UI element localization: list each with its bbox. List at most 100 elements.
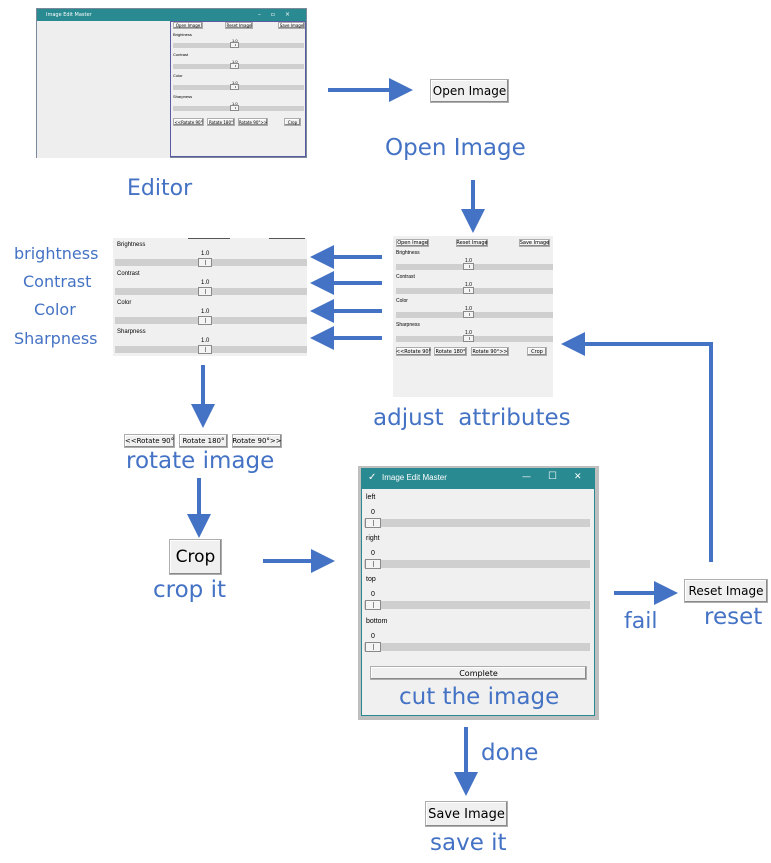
adjust-color-slider[interactable] bbox=[396, 312, 553, 318]
crop-right-thumb[interactable] bbox=[365, 559, 381, 569]
reset-image-button[interactable]: Reset Image bbox=[225, 22, 253, 29]
caption-crop: crop it bbox=[153, 577, 226, 603]
zoom-color-label: Color bbox=[117, 300, 132, 306]
reset-image-big-button[interactable]: Reset Image bbox=[684, 579, 768, 603]
adjust-rotate-180-button[interactable]: Rotate 180° bbox=[434, 347, 467, 356]
adjust-save-button[interactable]: Save Image bbox=[519, 239, 550, 247]
attr-color: Color bbox=[34, 300, 76, 319]
brightness-value: 1.0 bbox=[232, 38, 238, 43]
check-icon: ✓ bbox=[368, 472, 377, 483]
caption-fail: fail bbox=[624, 609, 658, 634]
crop-bottom-thumb[interactable] bbox=[365, 642, 381, 652]
complete-button[interactable]: Complete bbox=[370, 666, 587, 680]
adjust-panel: Open Image Reset Image Save Image Bright… bbox=[393, 236, 553, 397]
adjust-rotate-right-button[interactable]: Rotate 90°>> bbox=[471, 347, 509, 356]
crop-left-label: left bbox=[366, 494, 376, 501]
crop-bottom-value: 0 bbox=[371, 633, 375, 640]
adjust-color-thumb[interactable] bbox=[463, 311, 474, 318]
window-controls[interactable]: –▫× bbox=[257, 11, 300, 18]
adjust-sharpness-label: Sharpness bbox=[396, 322, 420, 328]
zoom-contrast-label: Contrast bbox=[117, 271, 140, 277]
adjust-brightness-thumb[interactable] bbox=[463, 263, 474, 270]
zoom-top-border bbox=[188, 238, 230, 239]
crop-top-thumb[interactable] bbox=[365, 600, 381, 610]
adjust-crop-button[interactable]: Crop bbox=[527, 347, 547, 356]
crop-top-value: 0 bbox=[371, 591, 375, 598]
zoom-brightness-thumb[interactable] bbox=[198, 258, 212, 267]
caption-reset: reset bbox=[704, 604, 763, 630]
crop-top-slider[interactable] bbox=[364, 601, 590, 609]
rotate-180-big-button[interactable]: Rotate 180° bbox=[179, 434, 228, 448]
crop-right-value: 0 bbox=[371, 550, 375, 557]
crop-window: ✓ Image Edit Master — ☐ ✕ left 0 right 0… bbox=[361, 468, 595, 716]
adjust-contrast-slider[interactable] bbox=[396, 288, 553, 294]
zoom-sharpness-thumb[interactable] bbox=[198, 345, 212, 354]
crop-bottom-label: bottom bbox=[366, 618, 388, 625]
crop-bottom-slider[interactable] bbox=[364, 643, 590, 651]
caption-cut: cut the image bbox=[399, 684, 560, 710]
maximize-icon[interactable]: ☐ bbox=[548, 471, 557, 482]
crop-left-value: 0 bbox=[371, 509, 375, 516]
save-image-big-button[interactable]: Save Image bbox=[425, 801, 508, 827]
adjust-sharpness-value: 1.0 bbox=[465, 330, 472, 336]
crop-big-button[interactable]: Crop bbox=[169, 539, 222, 575]
rotate-180-button[interactable]: Rotate 180° bbox=[207, 118, 235, 126]
caption-done: done bbox=[481, 740, 539, 766]
crop-right-slider[interactable] bbox=[364, 560, 590, 568]
arrow-reset-to-adjust bbox=[561, 332, 713, 562]
save-image-button[interactable]: Save Image bbox=[278, 22, 305, 29]
control-panel: Open Image Reset Image Save Image Bright… bbox=[170, 21, 306, 157]
adjust-reset-button[interactable]: Reset Image bbox=[456, 239, 488, 247]
crop-top-label: top bbox=[366, 576, 376, 583]
attr-contrast: Contrast bbox=[23, 272, 92, 291]
adjust-open-button[interactable]: Open Image bbox=[396, 239, 429, 247]
zoom-color-thumb[interactable] bbox=[198, 316, 212, 325]
zoom-sharpness-label: Sharpness bbox=[117, 329, 146, 335]
crop-button[interactable]: Crop bbox=[284, 118, 301, 126]
sharpness-value: 1.0 bbox=[232, 101, 238, 106]
editor-window: Image Edit Master –▫× Open Image Reset I… bbox=[36, 8, 307, 158]
color-label: Color bbox=[173, 73, 183, 78]
adjust-color-value: 1.0 bbox=[465, 306, 472, 312]
adjust-contrast-thumb[interactable] bbox=[463, 287, 474, 294]
close-icon[interactable]: ✕ bbox=[574, 472, 582, 482]
color-thumb[interactable] bbox=[230, 84, 239, 90]
crop-left-thumb[interactable] bbox=[365, 518, 381, 528]
image-canvas bbox=[37, 21, 170, 158]
zoom-color-value: 1.0 bbox=[201, 309, 210, 315]
zoom-contrast-thumb[interactable] bbox=[198, 287, 212, 296]
brightness-thumb[interactable] bbox=[230, 42, 239, 48]
adjust-sharpness-thumb[interactable] bbox=[463, 335, 474, 342]
caption-adjust: adjust attributes bbox=[373, 405, 571, 431]
zoom-brightness-value: 1.0 bbox=[201, 251, 210, 257]
editor-title: Image Edit Master bbox=[46, 12, 92, 18]
crop-left-slider[interactable] bbox=[364, 519, 590, 527]
adjust-brightness-slider[interactable] bbox=[396, 264, 553, 270]
rotate-right-button[interactable]: Rotate 90°>> bbox=[238, 118, 268, 126]
rotate-left-big-button[interactable]: <<Rotate 90° bbox=[124, 434, 175, 448]
rotate-right-big-button[interactable]: Rotate 90°>> bbox=[232, 434, 282, 448]
adjust-brightness-label: Brightness bbox=[396, 250, 420, 256]
open-image-button[interactable]: Open Image bbox=[173, 22, 203, 29]
open-image-big-button[interactable]: Open Image bbox=[430, 79, 509, 103]
editor-titlebar: Image Edit Master –▫× bbox=[37, 9, 306, 21]
rotate-left-button[interactable]: <<Rotate 90° bbox=[173, 118, 204, 126]
caption-rotate: rotate image bbox=[126, 448, 275, 474]
color-value: 1.0 bbox=[232, 80, 238, 85]
contrast-thumb[interactable] bbox=[230, 63, 239, 69]
sharpness-thumb[interactable] bbox=[230, 105, 239, 111]
crop-window-title: Image Edit Master bbox=[382, 473, 447, 482]
attr-sharpness: Sharpness bbox=[14, 329, 98, 348]
adjust-brightness-value: 1.0 bbox=[465, 258, 472, 264]
caption-save: save it bbox=[430, 830, 507, 856]
adjust-color-label: Color bbox=[396, 298, 408, 304]
sharpness-label: Sharpness bbox=[173, 94, 193, 99]
brightness-label: Brightness bbox=[173, 32, 192, 37]
adjust-rotate-left-button[interactable]: <<Rotate 90° bbox=[395, 347, 432, 356]
minimize-icon[interactable]: — bbox=[522, 472, 531, 482]
adjust-sharpness-slider[interactable] bbox=[396, 336, 553, 342]
zoom-slider-panel: Brightness 1.0 Contrast 1.0 Color 1.0 Sh… bbox=[113, 238, 307, 356]
zoom-brightness-label: Brightness bbox=[117, 242, 146, 248]
caption-editor: Editor bbox=[127, 176, 193, 201]
